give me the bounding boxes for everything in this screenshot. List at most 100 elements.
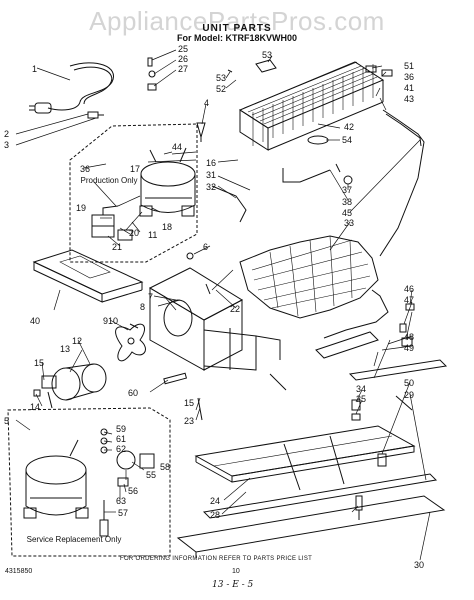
condenser-clip-53b — [227, 69, 233, 73]
fan-blade — [115, 323, 146, 362]
part-label-27: 27 — [178, 64, 188, 74]
condenser-coil — [238, 61, 385, 151]
part-label-50: 50 — [404, 378, 414, 388]
part-label-4: 4 — [204, 98, 209, 108]
part-label-46: 46 — [404, 284, 414, 294]
part-label-63: 63 — [116, 496, 126, 506]
ordering-footnote: FOR ORDERING INFORMATION REFER TO PARTS … — [120, 556, 313, 562]
handwritten-note: 13 - E - 5 — [212, 580, 254, 590]
part-label-58: 58 — [160, 462, 170, 472]
model-label: For Model: KTRF18KVWH00 — [176, 33, 297, 43]
grommet-37 — [343, 175, 353, 185]
part-label-15b: 15 — [184, 398, 194, 408]
grommet-26 — [148, 70, 156, 78]
part-label-44: 44 — [172, 142, 182, 152]
leveler-3 — [355, 495, 363, 520]
production-only-label: Production Only — [80, 176, 138, 185]
cord-clip — [87, 111, 104, 119]
part-label-29: 29 — [404, 390, 414, 400]
part-label-16: 16 — [206, 158, 216, 168]
screw-22 — [205, 283, 211, 295]
fan-motor — [41, 363, 107, 401]
service-replacement-label: Service Replacement Only — [26, 535, 122, 544]
leader-lines — [15, 49, 431, 561]
part-label-59: 59 — [116, 424, 126, 434]
part-label-60: 60 — [128, 388, 138, 398]
part-label-12: 12 — [72, 336, 82, 346]
clips-51-36 — [365, 65, 393, 77]
part-label-3: 3 — [4, 140, 9, 150]
service-compressor — [23, 439, 89, 519]
production-compressor — [139, 147, 196, 217]
leg-50 — [377, 453, 387, 467]
part-label-21: 21 — [112, 242, 122, 252]
part-label-32: 32 — [206, 182, 216, 192]
part-label-31: 31 — [206, 170, 216, 180]
part-label-42: 42 — [344, 122, 354, 132]
part-label-55: 55 — [146, 470, 156, 480]
screw-9 — [129, 323, 139, 329]
drain-pan — [32, 249, 144, 303]
part-label-57: 57 — [118, 508, 128, 518]
part-label-62: 62 — [116, 444, 126, 454]
power-cord — [29, 62, 114, 114]
service-relay-55-58 — [116, 450, 155, 470]
part-label-53b: 53 — [262, 50, 272, 60]
part-label-41: 41 — [404, 83, 414, 93]
service-replacement-box — [7, 407, 171, 557]
screw-4 — [196, 122, 206, 142]
drain-trough-48 — [315, 331, 379, 359]
part-label-30: 30 — [414, 560, 424, 570]
rail-30 — [176, 495, 446, 558]
part-label-54: 54 — [342, 135, 352, 145]
part-label-48: 48 — [404, 332, 414, 342]
part-label-53: 53 — [216, 73, 226, 83]
grommet-6 — [186, 252, 194, 260]
part-label-52: 52 — [216, 84, 226, 94]
document-number: 4315850 — [5, 568, 33, 575]
part-label-61: 61 — [116, 434, 126, 444]
production-overload — [117, 229, 133, 241]
part-label-37: 37 — [342, 185, 352, 195]
part-label-14: 14 — [30, 402, 40, 412]
part-number-labels: 1 2 3 4 5 6 7 8 9 10 11 12 13 14 15 15 1… — [4, 44, 424, 570]
part-label-45: 45 — [342, 208, 352, 218]
part-label-51: 51 — [404, 61, 414, 71]
part-label-49: 49 — [404, 343, 414, 353]
part-label-24: 24 — [210, 496, 220, 506]
part-label-17: 17 — [130, 164, 140, 174]
condenser-clip-53 — [255, 59, 277, 73]
part-label-40: 40 — [30, 316, 40, 326]
part-label-7: 7 — [148, 292, 153, 302]
part-label-19: 19 — [76, 203, 86, 213]
part-label-18: 18 — [162, 222, 172, 232]
part-label-15: 15 — [34, 358, 44, 368]
part-label-6: 6 — [203, 242, 208, 252]
part-label-11: 11 — [148, 230, 157, 240]
part-label-9: 9 — [103, 316, 108, 326]
part-label-36b: 36 — [404, 72, 414, 82]
part-label-8: 8 — [140, 302, 145, 312]
evaporator-coil — [239, 235, 379, 319]
drier-54 — [307, 135, 329, 145]
production-relay — [91, 205, 119, 238]
clips-46-47 — [399, 303, 415, 333]
part-label-38: 38 — [342, 197, 352, 207]
clip-27 — [147, 83, 157, 91]
condenser-tubing — [211, 109, 425, 257]
clip-60 — [163, 372, 188, 385]
part-label-43: 43 — [404, 94, 414, 104]
fan-shroud — [148, 267, 281, 371]
part-label-13: 13 — [60, 344, 70, 354]
watermark-text: AppliancePartsPros.com — [89, 6, 385, 36]
page-title: UNIT PARTS — [202, 23, 272, 34]
base-frame — [194, 359, 448, 519]
part-label-10: 10 — [108, 316, 118, 326]
part-label-36: 36 — [80, 164, 90, 174]
page-number: 10 — [232, 568, 240, 575]
part-label-33: 33 — [344, 218, 354, 228]
part-label-2: 2 — [4, 129, 9, 139]
part-label-23: 23 — [184, 416, 194, 426]
suction-line — [323, 289, 389, 339]
